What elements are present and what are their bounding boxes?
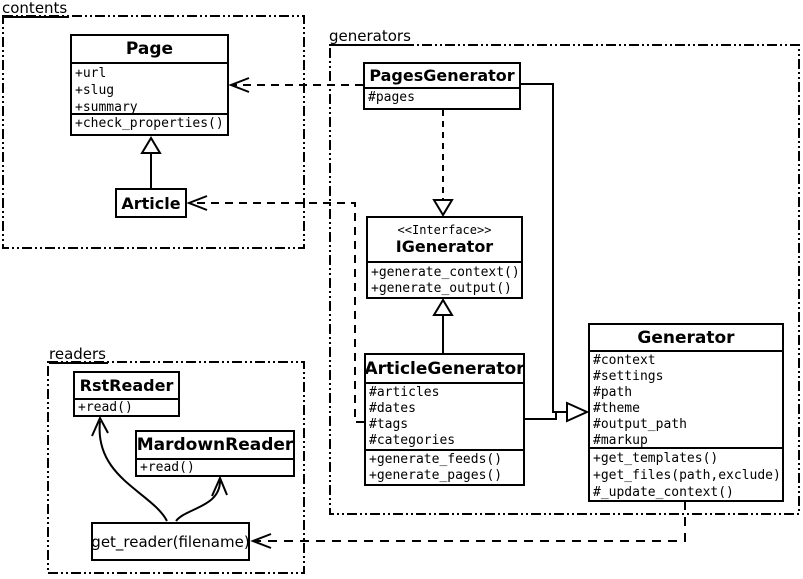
class-box-igenerator: <<Interface>> IGenerator +generate_conte… xyxy=(366,216,523,299)
class-title-rstreader: RstReader xyxy=(79,376,174,395)
class-title-article: Article xyxy=(121,193,181,213)
class-box-articlegenerator: ArticleGenerator #articles #dates #tags … xyxy=(364,353,525,486)
class-title-page: Page xyxy=(125,39,174,59)
package-label-readers: readers xyxy=(49,345,108,364)
class-methods-articlegenerator: +generate_feeds() +generate_pages() xyxy=(366,449,523,484)
method-row: +read() xyxy=(78,400,133,415)
class-title-generator: Generator xyxy=(637,327,735,348)
attr-row: #output_path xyxy=(593,417,687,432)
class-title-markdownreader: MardownReader xyxy=(136,435,294,455)
attr-row: #categories xyxy=(369,433,456,448)
attr-row: #dates xyxy=(369,401,416,416)
inheritance-arrowhead-generator xyxy=(566,401,590,423)
attr-row: #theme xyxy=(593,401,640,416)
function-label-get-reader: get_reader(filename) xyxy=(91,532,250,551)
attr-row: +url xyxy=(75,66,107,81)
attr-row: #markup xyxy=(593,433,648,447)
package-contents-border xyxy=(2,15,305,249)
class-title-igenerator: <<Interface>> IGenerator xyxy=(368,218,521,261)
method-row: +generate_context() xyxy=(371,265,520,280)
edge-pagesgenerator-generator xyxy=(521,83,566,413)
class-methods-generator: +get_templates() +get_files(path,exclude… xyxy=(590,447,782,500)
attr-row: #tags xyxy=(369,417,409,432)
arrowhead-markdownreader xyxy=(211,475,228,497)
class-box-markdownreader: MardownReader +read() xyxy=(135,430,295,477)
dependency-arrowhead-page xyxy=(228,77,250,93)
method-row: +generate_pages() xyxy=(369,468,503,483)
class-attrs-articlegenerator: #articles #dates #tags #categories xyxy=(366,382,523,449)
class-box-page: Page +url +slug +summary +check_properti… xyxy=(70,34,229,136)
attr-row: #settings xyxy=(593,369,664,384)
edge-getreader-rstreader xyxy=(98,420,168,522)
package-label-contents: contents xyxy=(2,0,70,18)
class-title-articlegenerator: ArticleGenerator xyxy=(364,358,525,379)
package-readers-border xyxy=(47,361,305,574)
class-attrs-pagesgenerator: #pages xyxy=(365,87,519,108)
method-row: +get_templates() xyxy=(593,451,719,466)
package-generators-border xyxy=(329,44,800,515)
class-methods-markdownreader: +read() xyxy=(137,458,293,475)
dependency-arrowhead-getreader xyxy=(250,533,272,549)
inheritance-arrowhead-igenerator-bottom xyxy=(432,298,454,316)
method-row: +read() xyxy=(140,460,195,475)
function-box-get-reader: get_reader(filename) xyxy=(91,522,250,561)
edge-generator-getreader xyxy=(254,501,686,542)
class-stereotype-igenerator: <<Interface>> xyxy=(397,223,492,237)
class-methods-rstreader: +read() xyxy=(75,398,178,415)
class-methods-igenerator: +generate_context() +generate_output() xyxy=(368,261,521,297)
class-box-article: Article xyxy=(115,188,187,218)
inheritance-arrowhead-page xyxy=(140,136,162,154)
attr-row: #articles xyxy=(369,385,440,400)
method-row: +generate_output() xyxy=(371,281,512,296)
class-box-rstreader: RstReader +read() xyxy=(73,371,180,417)
class-box-generator: Generator #context #settings #path #them… xyxy=(588,323,784,502)
class-name-igenerator: IGenerator xyxy=(395,237,494,256)
attr-row: +slug xyxy=(75,83,115,98)
arrowhead-rstreader xyxy=(91,415,109,437)
method-row: +check_properties() xyxy=(75,116,224,131)
method-row: #_update_context() xyxy=(593,485,734,500)
class-attrs-generator: #context #settings #path #theme #output_… xyxy=(590,350,782,447)
method-row: +get_files(path,exclude) xyxy=(593,468,781,483)
attr-row: #path xyxy=(593,385,633,400)
attr-row: #context xyxy=(593,353,656,368)
edge-articlegenerator-generator xyxy=(525,412,557,420)
method-row: +generate_feeds() xyxy=(369,452,503,467)
class-box-pagesgenerator: PagesGenerator #pages xyxy=(363,62,521,110)
dependency-arrowhead-article xyxy=(186,195,208,211)
class-title-pagesgenerator: PagesGenerator xyxy=(369,66,515,85)
class-attrs-page: +url +slug +summary xyxy=(72,62,227,113)
attr-row: #pages xyxy=(368,90,415,105)
class-methods-page: +check_properties() xyxy=(72,113,227,134)
realization-arrowhead-igenerator-top xyxy=(432,199,454,217)
edge-articlegenerator-article xyxy=(191,202,364,423)
attr-row: +summary xyxy=(75,100,138,113)
package-label-generators: generators xyxy=(329,27,413,46)
edge-getreader-markdownreader xyxy=(175,480,221,522)
